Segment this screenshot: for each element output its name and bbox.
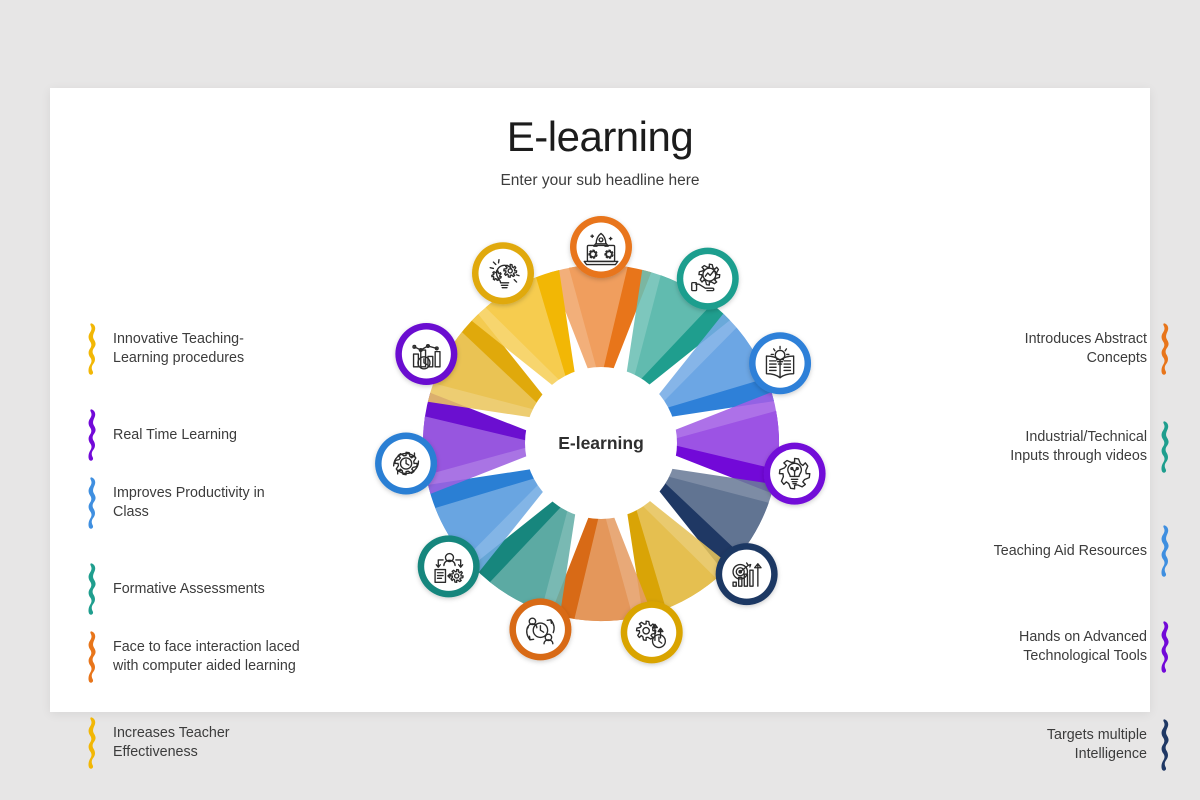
left-label-text: Formative Assessments	[113, 580, 265, 597]
left-label-text: Innovative Teaching-Learning procedures	[113, 331, 245, 366]
brush-marker-icon	[88, 477, 99, 529]
left-label-row[interactable]: Innovative Teaching-Learning procedures	[88, 323, 388, 375]
wheel-petal-highlight	[656, 313, 767, 409]
rocket-laptop-icon	[583, 232, 619, 266]
target-bar-growth-icon	[732, 562, 762, 587]
wheel-icon-bubble[interactable]	[395, 323, 458, 386]
gears-arrows-clock-icon	[635, 620, 667, 649]
wheel-icon-bubble[interactable]	[620, 601, 683, 664]
brush-marker-icon	[1161, 719, 1172, 771]
person-document-gear-icon	[434, 552, 464, 584]
brush-marker-icon	[1161, 323, 1172, 375]
wheel-petal-highlight	[635, 498, 731, 609]
wheel-petal-highlight	[471, 277, 567, 388]
brush-marker-icon	[88, 563, 99, 615]
brush-marker-icon	[88, 631, 99, 683]
icon-bubble-face	[424, 541, 474, 591]
bar-chart-clock-icon	[412, 343, 441, 370]
hand-gear-growth-icon	[691, 263, 721, 292]
icon-bubble-face	[401, 329, 451, 379]
wheel-petal-highlight	[574, 514, 652, 622]
icon-bubble-face	[683, 254, 733, 304]
icon-bubble-face	[478, 248, 528, 298]
wheel-icon-bubble[interactable]	[676, 247, 739, 310]
wheel-hub: E-learning	[525, 367, 677, 519]
icon-bubble-face	[627, 607, 677, 657]
hub-circle	[525, 367, 677, 519]
brush-marker-icon	[88, 717, 99, 769]
open-book-bulb-icon	[765, 345, 795, 379]
brush-marker-icon	[88, 323, 99, 375]
gear-clock-refresh-icon	[392, 451, 420, 476]
brush-marker-icon	[1161, 421, 1172, 473]
slide-header: E-learning Enter your sub headline here	[50, 88, 1150, 190]
wheel-icon-bubble[interactable]	[763, 442, 826, 505]
wheel-petal-highlight	[672, 392, 780, 470]
wheel-petal-highlight	[550, 264, 628, 372]
wheel-petals	[422, 264, 780, 622]
people-cycle-clock-icon	[526, 617, 555, 645]
wheel-icon-bubble[interactable]	[570, 216, 632, 278]
wheel-petal-highlight	[662, 468, 775, 555]
brush-marker-icon	[1161, 525, 1172, 577]
wheel-icon-bubbles	[375, 216, 826, 664]
wheel-icon-bubble[interactable]	[509, 598, 572, 661]
hub-label: E-learning	[558, 433, 644, 453]
left-label-text: Real Time Learning	[113, 426, 237, 443]
wheel-petal-highlight	[489, 504, 576, 617]
wheel-icon-bubble[interactable]	[375, 432, 438, 495]
right-label-text: Teaching Aid Resources	[993, 542, 1147, 559]
page-title: E-learning	[506, 113, 694, 160]
gear-bulb-circuit-icon	[778, 457, 811, 490]
page-subtitle: Enter your sub headline here	[500, 172, 700, 190]
wheel-icon-bubble[interactable]	[749, 332, 812, 395]
brush-marker-icon	[1161, 621, 1172, 673]
wheel-petal-highlight	[422, 416, 530, 494]
wheel-icon-bubble[interactable]	[715, 543, 778, 606]
wheel-icon-bubble[interactable]	[417, 535, 480, 598]
wheel-icon-bubble[interactable]	[472, 242, 534, 305]
slide-canvas: E-learning Enter your sub headline here …	[50, 88, 1169, 771]
circular-wheel-diagram: E-learning	[361, 203, 841, 683]
left-label-row[interactable]: Formative Assessments	[88, 563, 388, 615]
right-label-row[interactable]: Teaching Aid Resources	[872, 525, 1172, 577]
icon-bubble-face	[576, 222, 626, 272]
brush-marker-icon	[88, 409, 99, 461]
bulb-gears-icon	[489, 258, 520, 289]
left-label-row[interactable]: Real Time Learning	[88, 409, 388, 461]
